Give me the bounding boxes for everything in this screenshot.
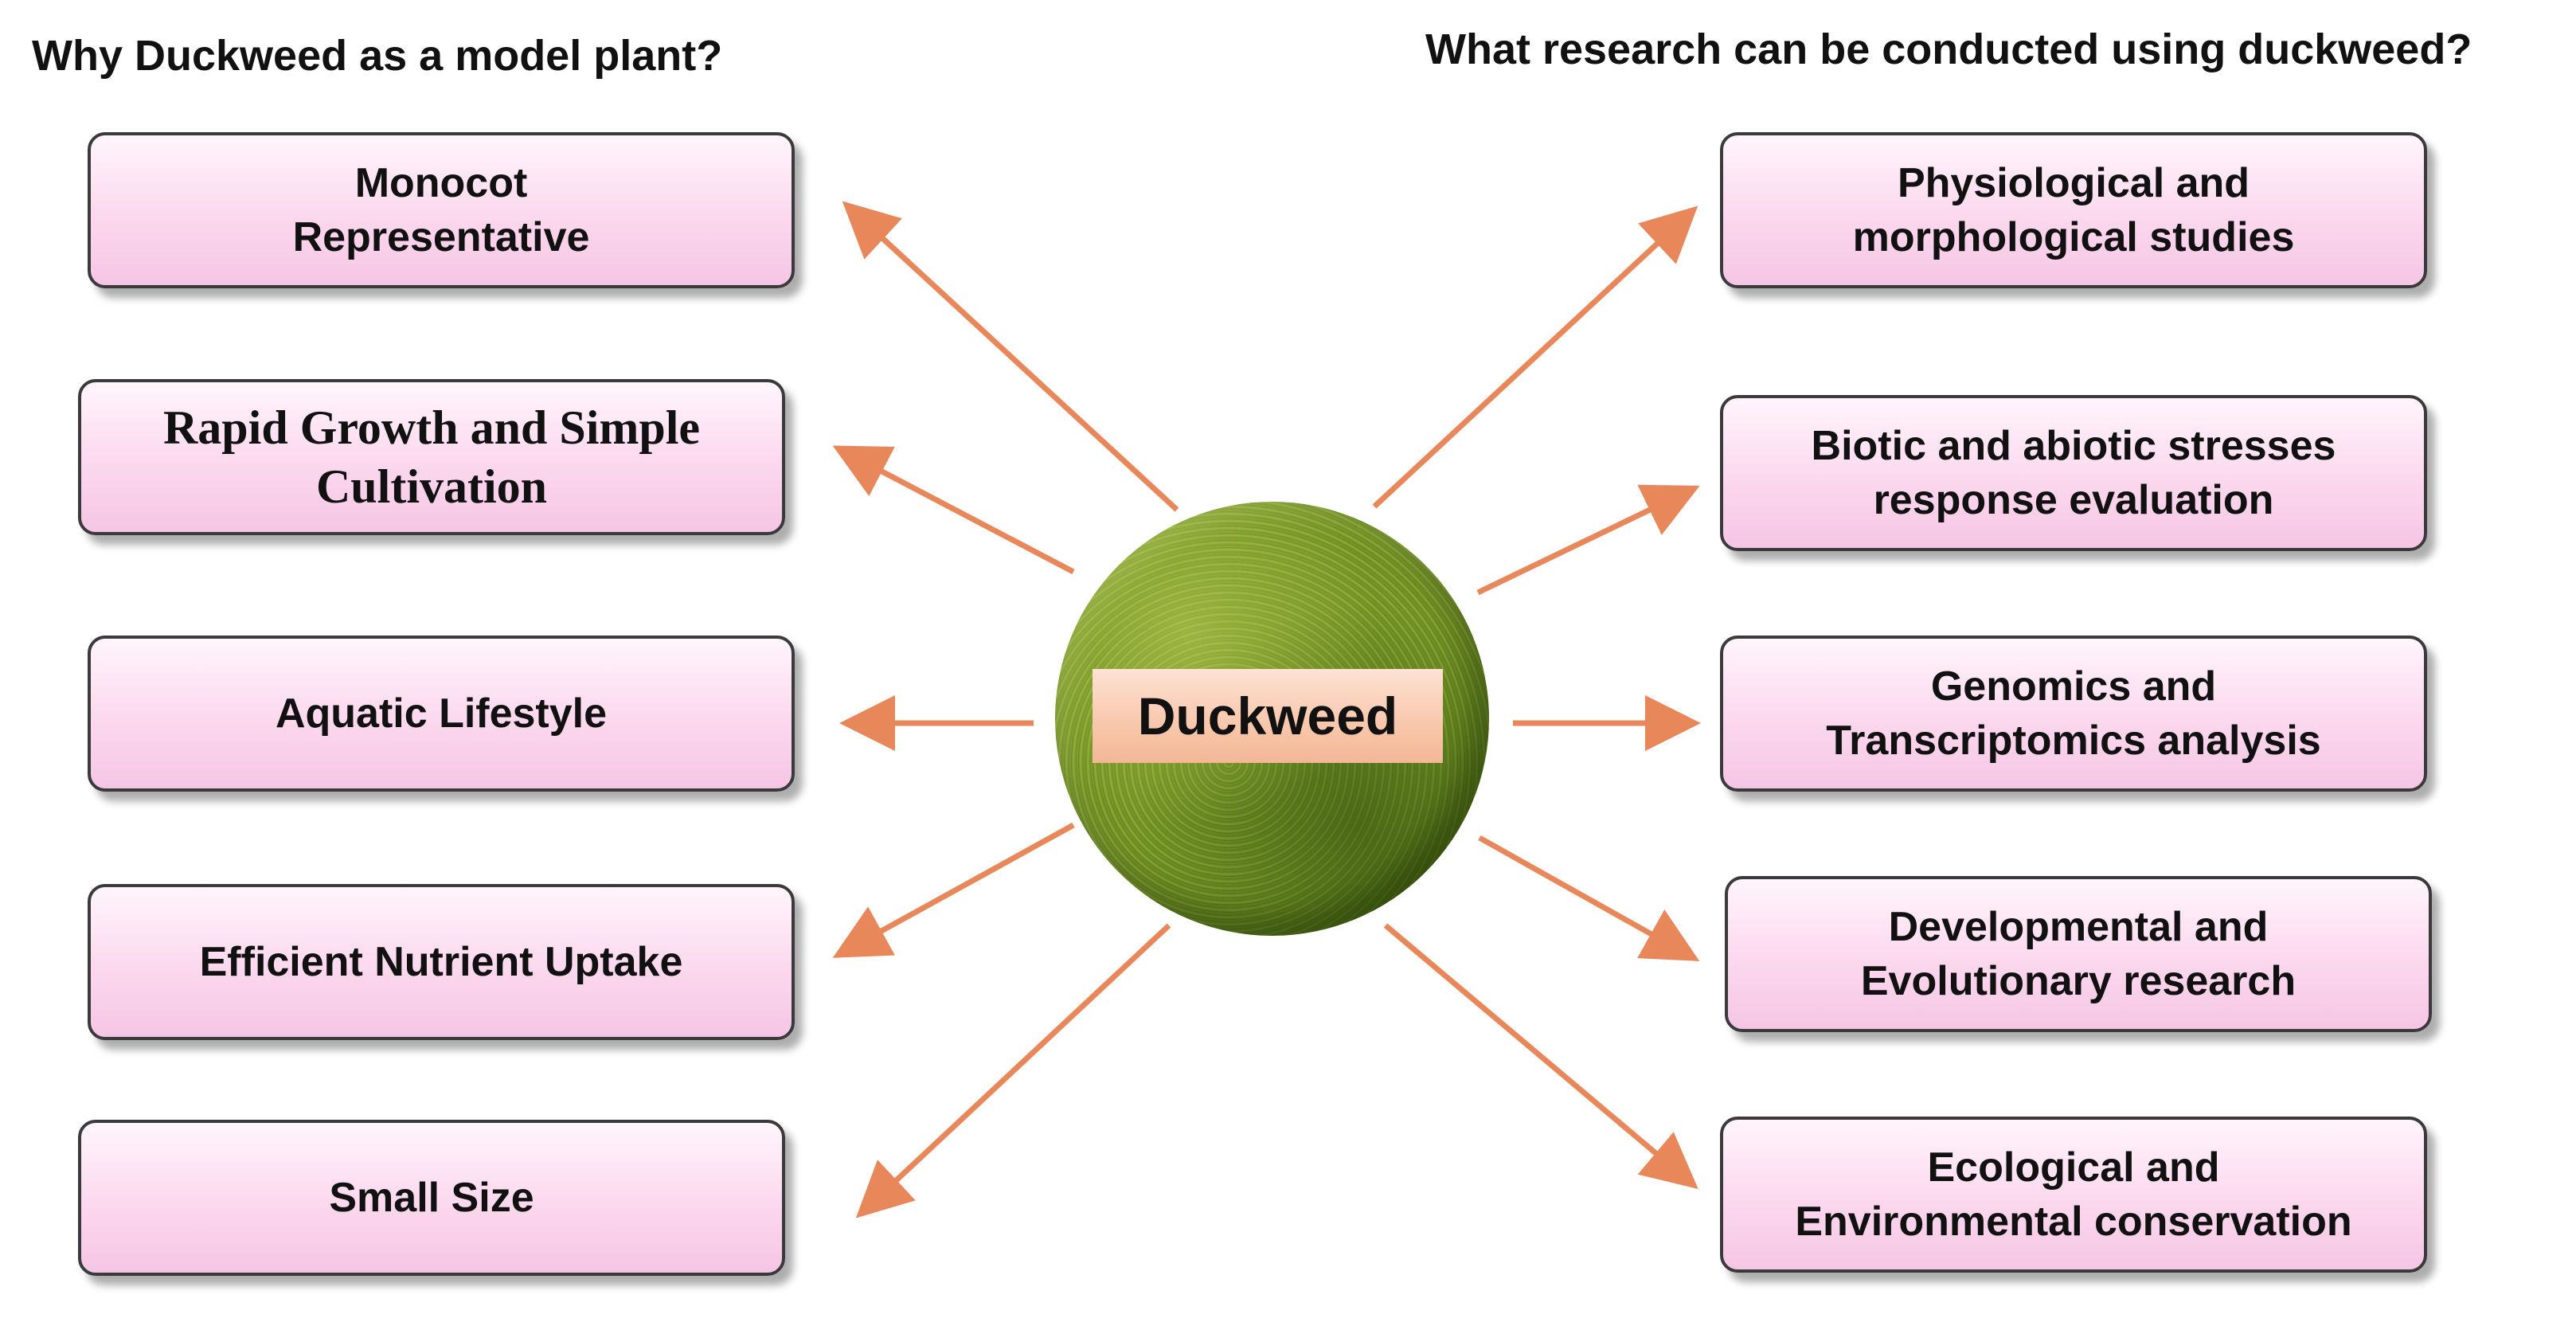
arrow-to-monocot [842,201,1179,512]
left-box-label: Rapid Growth and Simple Cultivation [162,401,701,513]
arrow-to-rapid-growth [832,445,1075,575]
arrow-to-biotic [1476,484,1700,596]
arrow-to-ecological [1383,923,1698,1190]
duckweed-hub-label: Duckweed [1093,669,1443,763]
left-box-aquatic: Aquatic Lifestyle [88,636,795,792]
arrow-to-small-size [855,923,1171,1218]
right-box-developmental: Developmental and Evolutionary research [1725,876,2432,1032]
right-box-label: Ecological and Environmental conservatio… [1795,1144,2352,1245]
left-box-small-size: Small Size [78,1120,785,1276]
left-box-label: Monocot Representative [292,160,590,260]
arrow-to-nutrient [832,822,1075,958]
right-box-label: Developmental and Evolutionary research [1860,904,2297,1004]
right-box-label: Physiological and morphological studies [1852,160,2295,260]
arrow-to-physiological [1372,205,1698,509]
left-box-label: Small Size [329,1175,534,1221]
left-box-rapid-growth: Rapid Growth and Simple Cultivation [78,379,785,535]
right-box-genomics: Genomics and Transcriptomics analysis [1720,636,2427,792]
left-box-nutrient: Efficient Nutrient Uptake [88,884,795,1040]
left-box-label: Aquatic Lifestyle [275,690,608,737]
left-heading: Why Duckweed as a model plant? [32,32,723,80]
arrow-to-developmental [1478,835,1700,961]
right-box-ecological: Ecological and Environmental conservatio… [1720,1117,2427,1273]
right-box-physiological: Physiological and morphological studies [1720,132,2427,288]
right-box-biotic: Biotic and abiotic stresses response eva… [1720,395,2427,551]
right-box-label: Genomics and Transcriptomics analysis [1826,663,2321,764]
right-box-label: Biotic and abiotic stresses response eva… [1811,423,2336,523]
left-box-label: Efficient Nutrient Uptake [199,939,683,985]
right-heading: What research can be conducted using duc… [1425,25,2472,73]
left-box-monocot: Monocot Representative [88,132,795,288]
